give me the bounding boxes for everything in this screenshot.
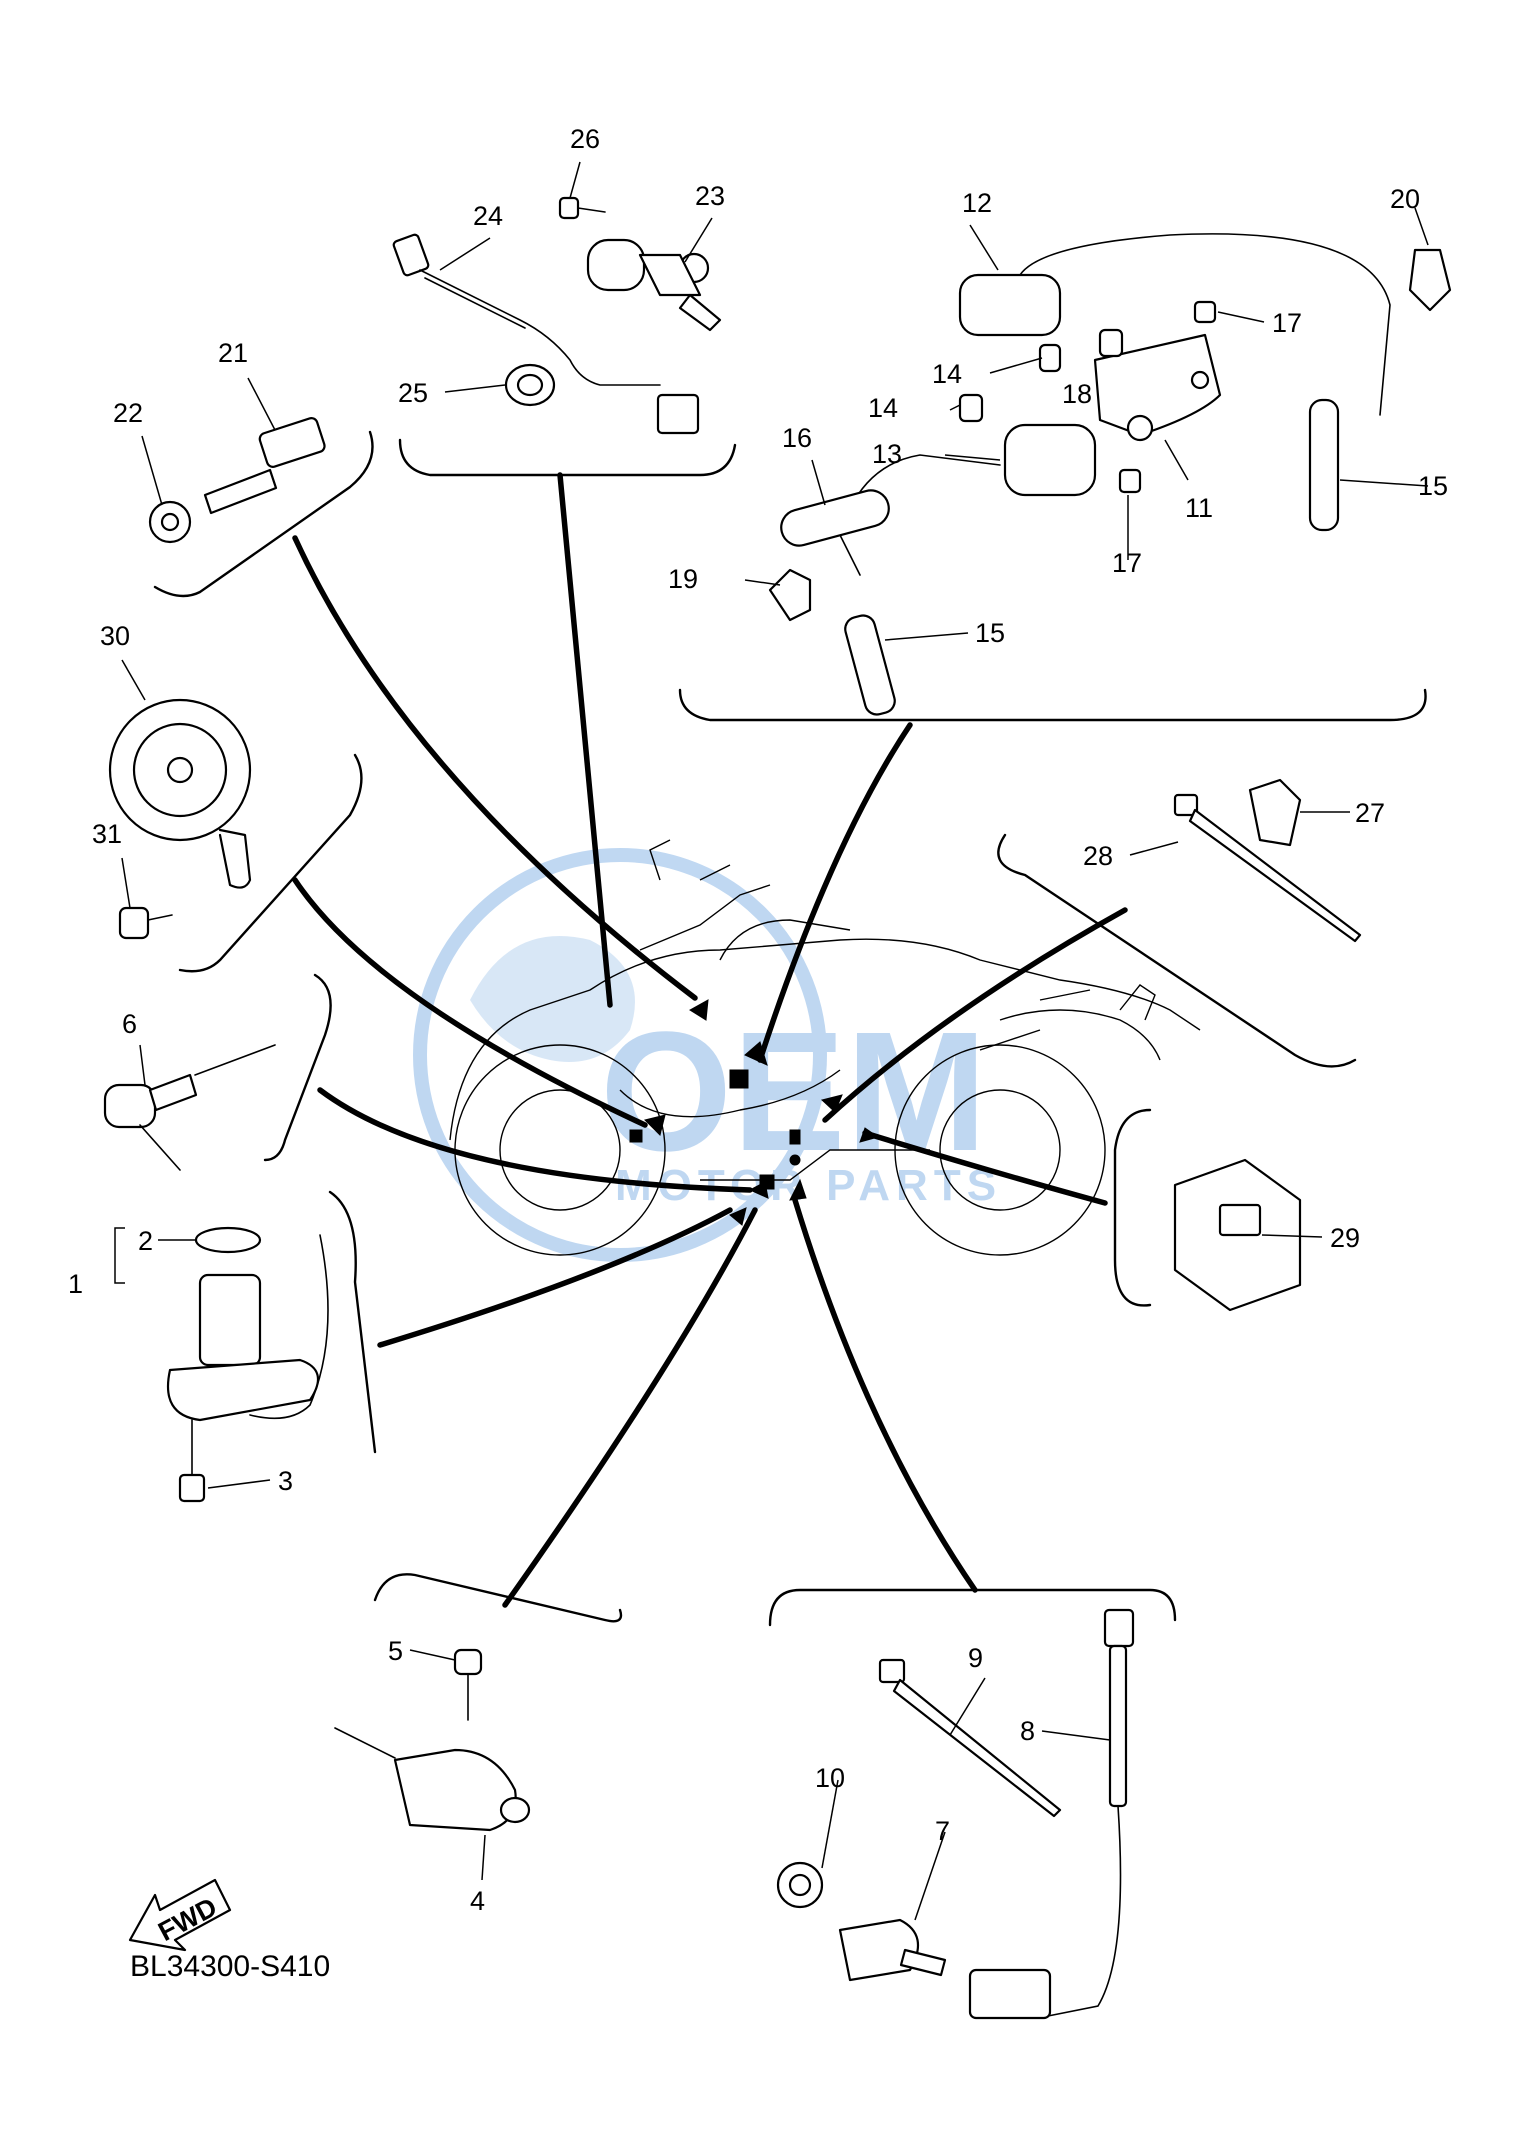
callout-23: 23 <box>695 181 725 211</box>
part-8-lead <box>968 1608 1135 2020</box>
callout-15b: 15 <box>1418 471 1448 501</box>
callout-labels: 26 23 24 25 21 22 30 31 6 2 1 3 5 4 9 8 … <box>68 124 1448 1916</box>
part-21-temp-sensor <box>203 417 326 515</box>
part-3-bolt <box>178 1419 206 1503</box>
callout-17a: 17 <box>1272 308 1302 338</box>
callout-26: 26 <box>570 124 600 154</box>
part-22-washer <box>148 500 192 544</box>
part-24-harness <box>392 233 700 435</box>
callout-14a: 14 <box>932 359 962 389</box>
callout-21: 21 <box>218 338 248 368</box>
callout-28: 28 <box>1083 841 1113 871</box>
callout-12: 12 <box>962 188 992 218</box>
part-25-grommet <box>504 363 556 407</box>
part-31-bolt <box>118 906 173 940</box>
callout-4: 4 <box>470 1886 485 1916</box>
callout-6: 6 <box>122 1009 137 1039</box>
callout-7: 7 <box>935 1816 950 1846</box>
part-4-sensor <box>334 1727 531 1832</box>
diagram-code: BL34300-S410 <box>130 1950 331 1983</box>
callout-3: 3 <box>278 1466 293 1496</box>
callout-30: 30 <box>100 621 130 651</box>
callout-11: 11 <box>1185 493 1213 523</box>
fwd-arrow-icon: FWD <box>128 1878 232 1952</box>
watermark-globe <box>413 848 827 1262</box>
part-29-relay <box>1173 1158 1302 1312</box>
callout-5: 5 <box>388 1636 403 1666</box>
part-20-clamp <box>1408 248 1452 312</box>
part-2-o-ring <box>194 1226 262 1254</box>
part-10-washer <box>776 1861 824 1909</box>
part-27-clamp <box>1248 778 1302 847</box>
part-19-clamp <box>768 568 812 622</box>
callout-19: 19 <box>668 564 698 594</box>
callout-27: 27 <box>1355 798 1385 828</box>
part-6-switch <box>103 1044 276 1171</box>
callout-2: 2 <box>138 1226 153 1256</box>
callout-15a: 15 <box>975 618 1005 648</box>
part-14-bolts <box>958 343 1062 423</box>
pointer-lines <box>292 472 1128 1608</box>
part-11-bracket <box>1093 333 1222 442</box>
leader-lines <box>114 161 1429 1921</box>
part-23-sensor <box>586 238 722 332</box>
part-30-horn <box>108 698 252 889</box>
hub-markers <box>629 999 880 1226</box>
part-9-cable-tie <box>878 1658 1062 1818</box>
callout-8: 8 <box>1020 1716 1035 1746</box>
part-17-18-collars <box>1098 300 1217 494</box>
part-7-sensor <box>838 1918 947 1982</box>
callout-1: 1 <box>68 1269 83 1299</box>
part-5-bolt <box>453 1648 483 1721</box>
callout-29: 29 <box>1330 1223 1360 1253</box>
callout-22: 22 <box>113 398 143 428</box>
callout-14b: 14 <box>868 393 898 423</box>
callout-31: 31 <box>92 819 122 849</box>
part-15-plug-caps <box>844 398 1340 716</box>
callout-9: 9 <box>968 1643 983 1673</box>
callout-10: 10 <box>815 1763 845 1793</box>
callout-24: 24 <box>473 201 503 231</box>
part-16-tube <box>780 489 890 547</box>
callout-25: 25 <box>398 378 428 408</box>
motorcycle-outline <box>449 839 1201 1256</box>
part-1-sender <box>166 1234 329 1422</box>
part-12-ignition-coil <box>958 233 1391 416</box>
callout-20: 20 <box>1390 184 1420 214</box>
callout-16: 16 <box>782 423 812 453</box>
callout-13: 13 <box>872 439 902 469</box>
callout-17b: 17 <box>1112 548 1142 578</box>
part-28-cable-tie <box>1173 793 1362 943</box>
part-26-bolt <box>558 196 606 220</box>
callout-18: 18 <box>1062 379 1092 409</box>
